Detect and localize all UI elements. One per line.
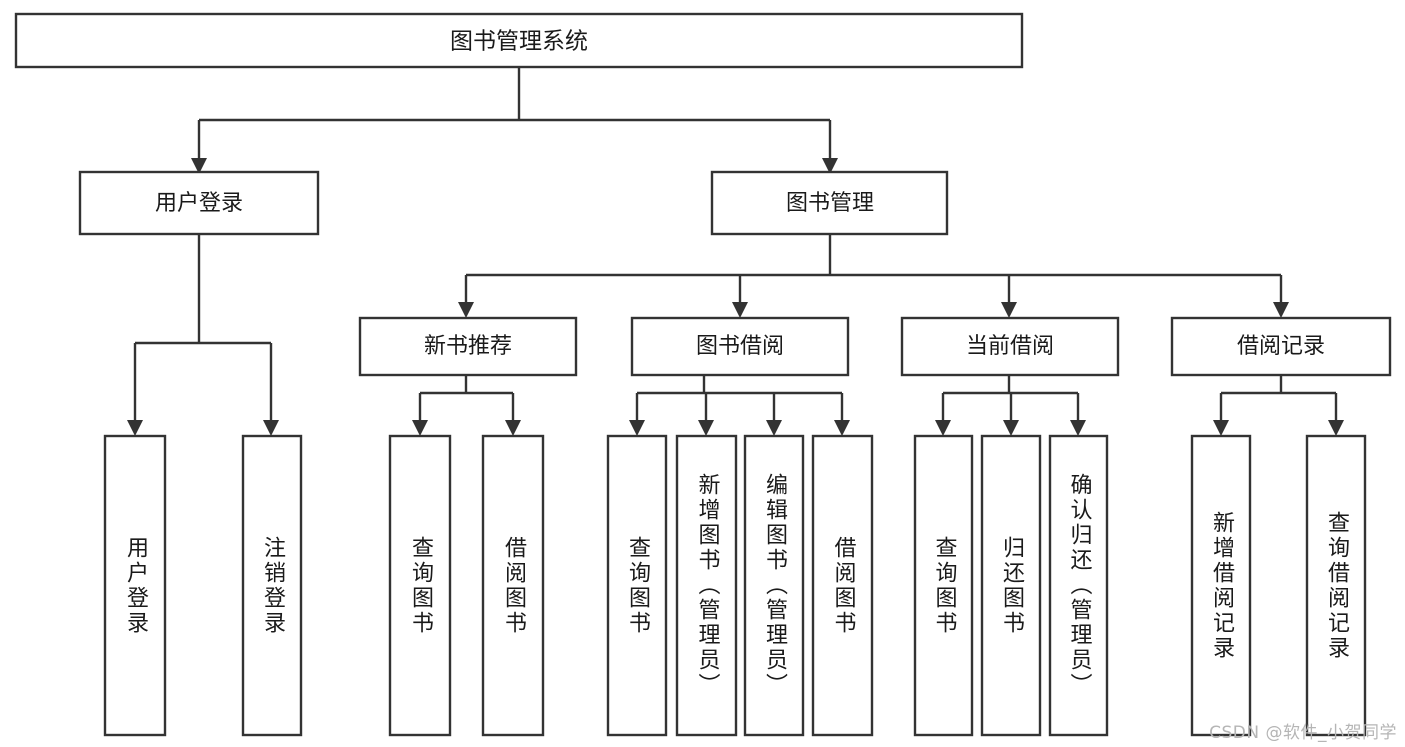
- arrowhead-edit-book: [766, 420, 782, 436]
- leaf-confirm-return-label: 确认归还（管理员）: [1066, 473, 1092, 698]
- node-leaf-edit-book[interactable]: 编辑图书（管理员）: [743, 434, 805, 737]
- leaf-edit-book-label-wrap: 编辑图书（管理员）: [762, 473, 787, 698]
- arrowhead-confirm-return: [1070, 420, 1086, 436]
- borrow-record-box[interactable]: [1170, 316, 1392, 377]
- node-leaf-user-login[interactable]: 用户登录: [103, 434, 167, 737]
- leaf-user-login-label: 用户登录: [123, 535, 148, 636]
- leaf-query-book-b-label-wrap: 查询图书: [625, 535, 650, 636]
- new-book-rec-box[interactable]: [358, 316, 578, 377]
- node-leaf-query-book-c[interactable]: 查询图书: [913, 434, 974, 737]
- root-label: 图书管理系统: [450, 29, 588, 55]
- arrowhead-add-book: [698, 420, 714, 436]
- leaf-logout-label: 注销登录: [260, 535, 285, 636]
- leaf-query-record-label: 查询借阅记录: [1324, 510, 1349, 661]
- leaf-borrow-book-a-label-wrap: 借阅图书: [501, 535, 526, 636]
- node-book-manage[interactable]: 图书管理: [710, 170, 949, 236]
- node-book-borrow[interactable]: 图书借阅: [630, 316, 850, 377]
- leaf-query-book-c-label-wrap: 查询图书: [931, 535, 957, 636]
- node-leaf-add-record[interactable]: 新增借阅记录: [1190, 434, 1252, 737]
- leaf-add-record-label-wrap: 新增借阅记录: [1209, 510, 1234, 661]
- leaf-logout-box[interactable]: [241, 434, 303, 737]
- user-login-box[interactable]: [78, 170, 320, 236]
- arrowhead-query-record: [1328, 420, 1344, 436]
- leaf-return-book-box[interactable]: [980, 434, 1042, 737]
- arrowhead-query-book-a: [412, 420, 428, 436]
- leaf-user-login-box[interactable]: [103, 434, 167, 737]
- arrowhead-book-manage: [822, 158, 838, 174]
- leaf-borrow-book-a-label: 借阅图书: [501, 535, 526, 636]
- node-leaf-query-record[interactable]: 查询借阅记录: [1305, 434, 1367, 737]
- node-user-login[interactable]: 用户登录: [78, 170, 320, 236]
- leaf-add-record-box[interactable]: [1190, 434, 1252, 737]
- borrow-record-label: 借阅记录: [1237, 334, 1325, 359]
- node-current-borrow[interactable]: 当前借阅: [900, 316, 1120, 377]
- leaf-query-book-a-label-wrap: 查询图书: [408, 535, 433, 636]
- root-box[interactable]: [14, 12, 1024, 69]
- book-borrow-box[interactable]: [630, 316, 850, 377]
- leaf-borrow-book-a-box[interactable]: [481, 434, 545, 737]
- leaf-query-book-c-box[interactable]: [913, 434, 974, 737]
- connector-layer: [127, 67, 1344, 436]
- leaf-borrow-book-b-label-wrap: 借阅图书: [830, 535, 856, 636]
- leaf-edit-book-label: 编辑图书（管理员）: [762, 473, 787, 698]
- arrowhead-book-borrow: [732, 302, 748, 318]
- node-leaf-query-book-b[interactable]: 查询图书: [606, 434, 668, 737]
- arrowhead-query-book-b: [629, 420, 645, 436]
- leaf-query-book-a-box[interactable]: [388, 434, 452, 737]
- node-leaf-add-book[interactable]: 新增图书（管理员）: [675, 434, 738, 737]
- leaf-edit-book-box[interactable]: [743, 434, 805, 737]
- user-login-label: 用户登录: [155, 191, 243, 216]
- leaf-logout-label-wrap: 注销登录: [260, 535, 285, 636]
- node-new-book-rec[interactable]: 新书推荐: [358, 316, 578, 377]
- book-manage-box[interactable]: [710, 170, 949, 236]
- arrowhead-borrow-book-b: [834, 420, 850, 436]
- leaf-query-record-label-wrap: 查询借阅记录: [1324, 510, 1349, 661]
- arrowhead-new-book-rec: [458, 302, 474, 318]
- leaf-query-book-a-label: 查询图书: [408, 535, 433, 636]
- node-root[interactable]: 图书管理系统: [14, 12, 1024, 69]
- leaf-add-book-label: 新增图书（管理员）: [694, 473, 720, 698]
- leaf-query-book-b-label: 查询图书: [625, 535, 650, 636]
- node-leaf-logout[interactable]: 注销登录: [241, 434, 303, 737]
- leaf-add-record-label: 新增借阅记录: [1209, 510, 1234, 661]
- leaf-borrow-book-b-label: 借阅图书: [830, 535, 856, 636]
- leaf-add-book-box[interactable]: [675, 434, 738, 737]
- arrowhead-leaf-user-login: [127, 420, 143, 436]
- leaf-node-layer: 用户登录 注销登录 查询图书 借阅图书 查询图书 新增图书（管理员） 编辑图书（管理员） 借阅…: [103, 434, 1367, 737]
- new-book-rec-label: 新书推荐: [424, 334, 512, 359]
- node-leaf-return-book[interactable]: 归还图书: [980, 434, 1042, 737]
- leaf-add-book-label-wrap: 新增图书（管理员）: [694, 473, 720, 698]
- book-borrow-label: 图书借阅: [696, 334, 784, 359]
- leaf-query-book-b-box[interactable]: [606, 434, 668, 737]
- arrowhead-user-login: [191, 158, 207, 174]
- arrowhead-add-record: [1213, 420, 1229, 436]
- arrowhead-return-book: [1003, 420, 1019, 436]
- arrowhead-query-book-c: [935, 420, 951, 436]
- book-manage-label: 图书管理: [786, 191, 874, 216]
- node-leaf-borrow-book-a[interactable]: 借阅图书: [481, 434, 545, 737]
- node-leaf-borrow-book-b[interactable]: 借阅图书: [811, 434, 874, 737]
- leaf-query-record-box[interactable]: [1305, 434, 1367, 737]
- leaf-return-book-label: 归还图书: [999, 535, 1024, 636]
- arrowhead-borrow-book-a: [505, 420, 521, 436]
- leaf-query-book-c-label: 查询图书: [931, 535, 957, 636]
- leaf-confirm-return-label-wrap: 确认归还（管理员）: [1066, 473, 1092, 698]
- leaf-confirm-return-box[interactable]: [1048, 434, 1109, 737]
- leaf-user-login-label-wrap: 用户登录: [123, 535, 148, 636]
- leaf-borrow-book-b-box[interactable]: [811, 434, 874, 737]
- node-borrow-record[interactable]: 借阅记录: [1170, 316, 1392, 377]
- node-leaf-query-book-a[interactable]: 查询图书: [388, 434, 452, 737]
- leaf-return-book-label-wrap: 归还图书: [999, 535, 1024, 636]
- arrowhead-leaf-logout: [263, 420, 279, 436]
- arrowhead-current-borrow: [1001, 302, 1017, 318]
- current-borrow-box[interactable]: [900, 316, 1120, 377]
- node-leaf-confirm-return[interactable]: 确认归还（管理员）: [1048, 434, 1109, 737]
- current-borrow-label: 当前借阅: [966, 334, 1054, 359]
- arrowhead-borrow-record: [1273, 302, 1289, 318]
